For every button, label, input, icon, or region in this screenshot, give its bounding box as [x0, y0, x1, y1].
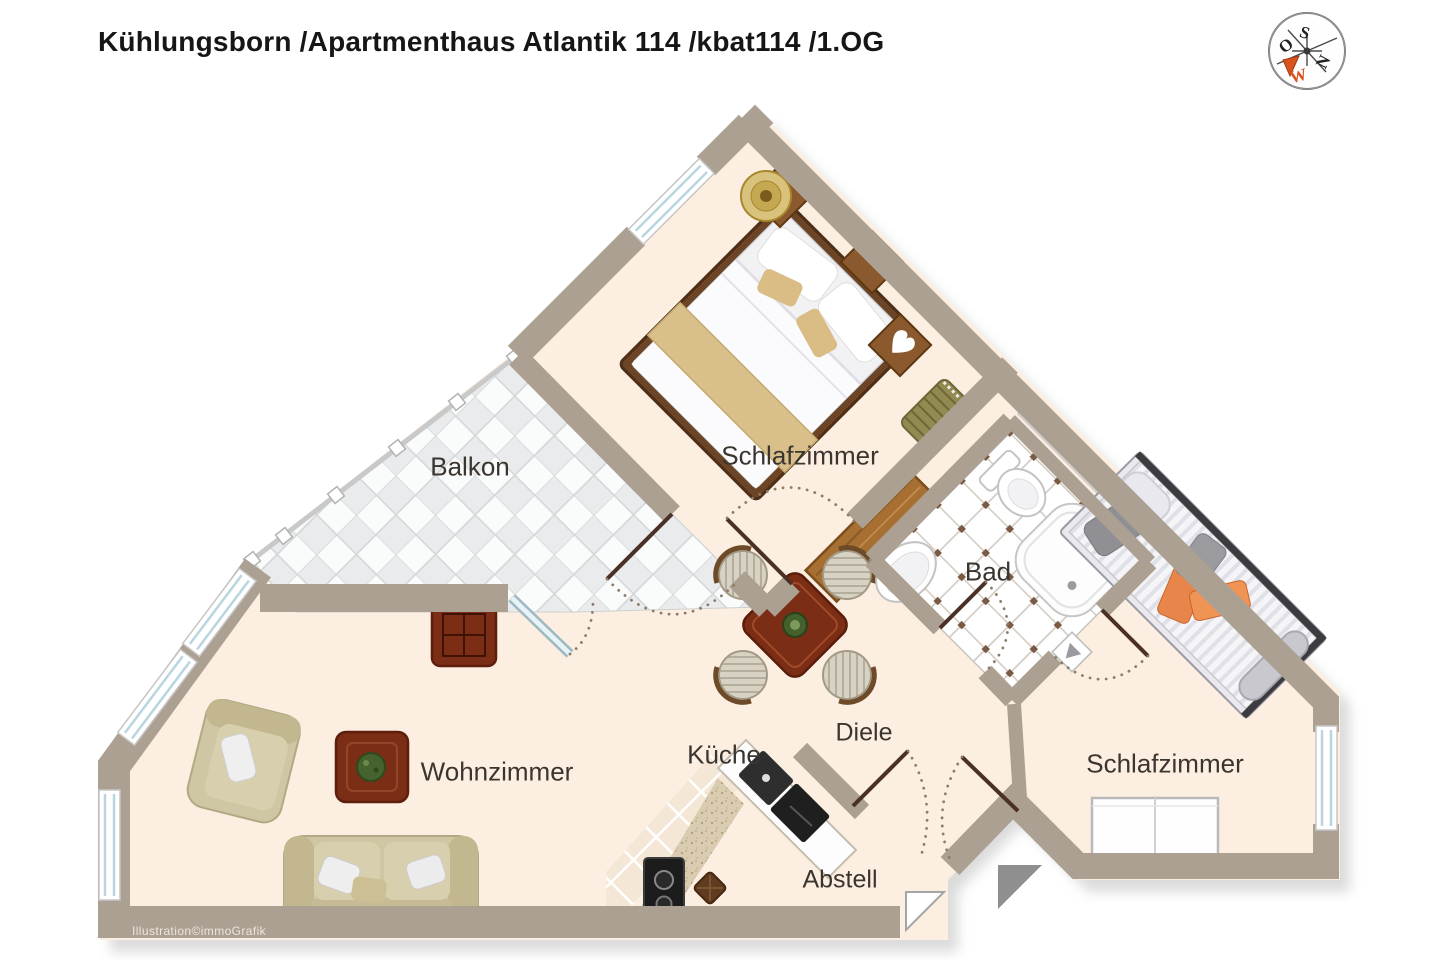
apex-wall-patch	[736, 104, 774, 142]
room-label-wohnzimmer: Wohnzimmer	[420, 756, 574, 787]
kitchen-counter	[716, 738, 858, 880]
room-label-schlafzimmer-1: Schlafzimmer	[721, 440, 879, 471]
floor	[100, 112, 1340, 940]
bed-1	[619, 199, 921, 501]
doors	[508, 486, 1150, 933]
illustration-credit: Illustration©immoGrafik	[132, 924, 267, 938]
room-label-schlafzimmer-2: Schlafzimmer	[1086, 748, 1244, 779]
toilet	[978, 449, 1047, 518]
room-label-bad: Bad	[964, 556, 1012, 587]
room-label-kueche: Küche	[687, 739, 761, 770]
windows	[98, 157, 1338, 901]
compass-icon: S O N W	[1268, 12, 1346, 90]
kitchen-stool	[693, 871, 727, 905]
coffee-table	[334, 730, 410, 804]
entry-door-icon	[998, 865, 1042, 909]
page-title: Kühlungsborn /Apartmenthaus Atlantik 114…	[98, 26, 885, 57]
armchair	[186, 698, 301, 824]
room-label-diele: Diele	[835, 718, 893, 747]
room-label-abstell: Abstell	[802, 865, 878, 894]
nightstand-2	[867, 312, 933, 378]
side-table	[430, 602, 498, 668]
room-label-balkon: Balkon	[430, 451, 510, 482]
svg-text:W: W	[1288, 64, 1309, 87]
